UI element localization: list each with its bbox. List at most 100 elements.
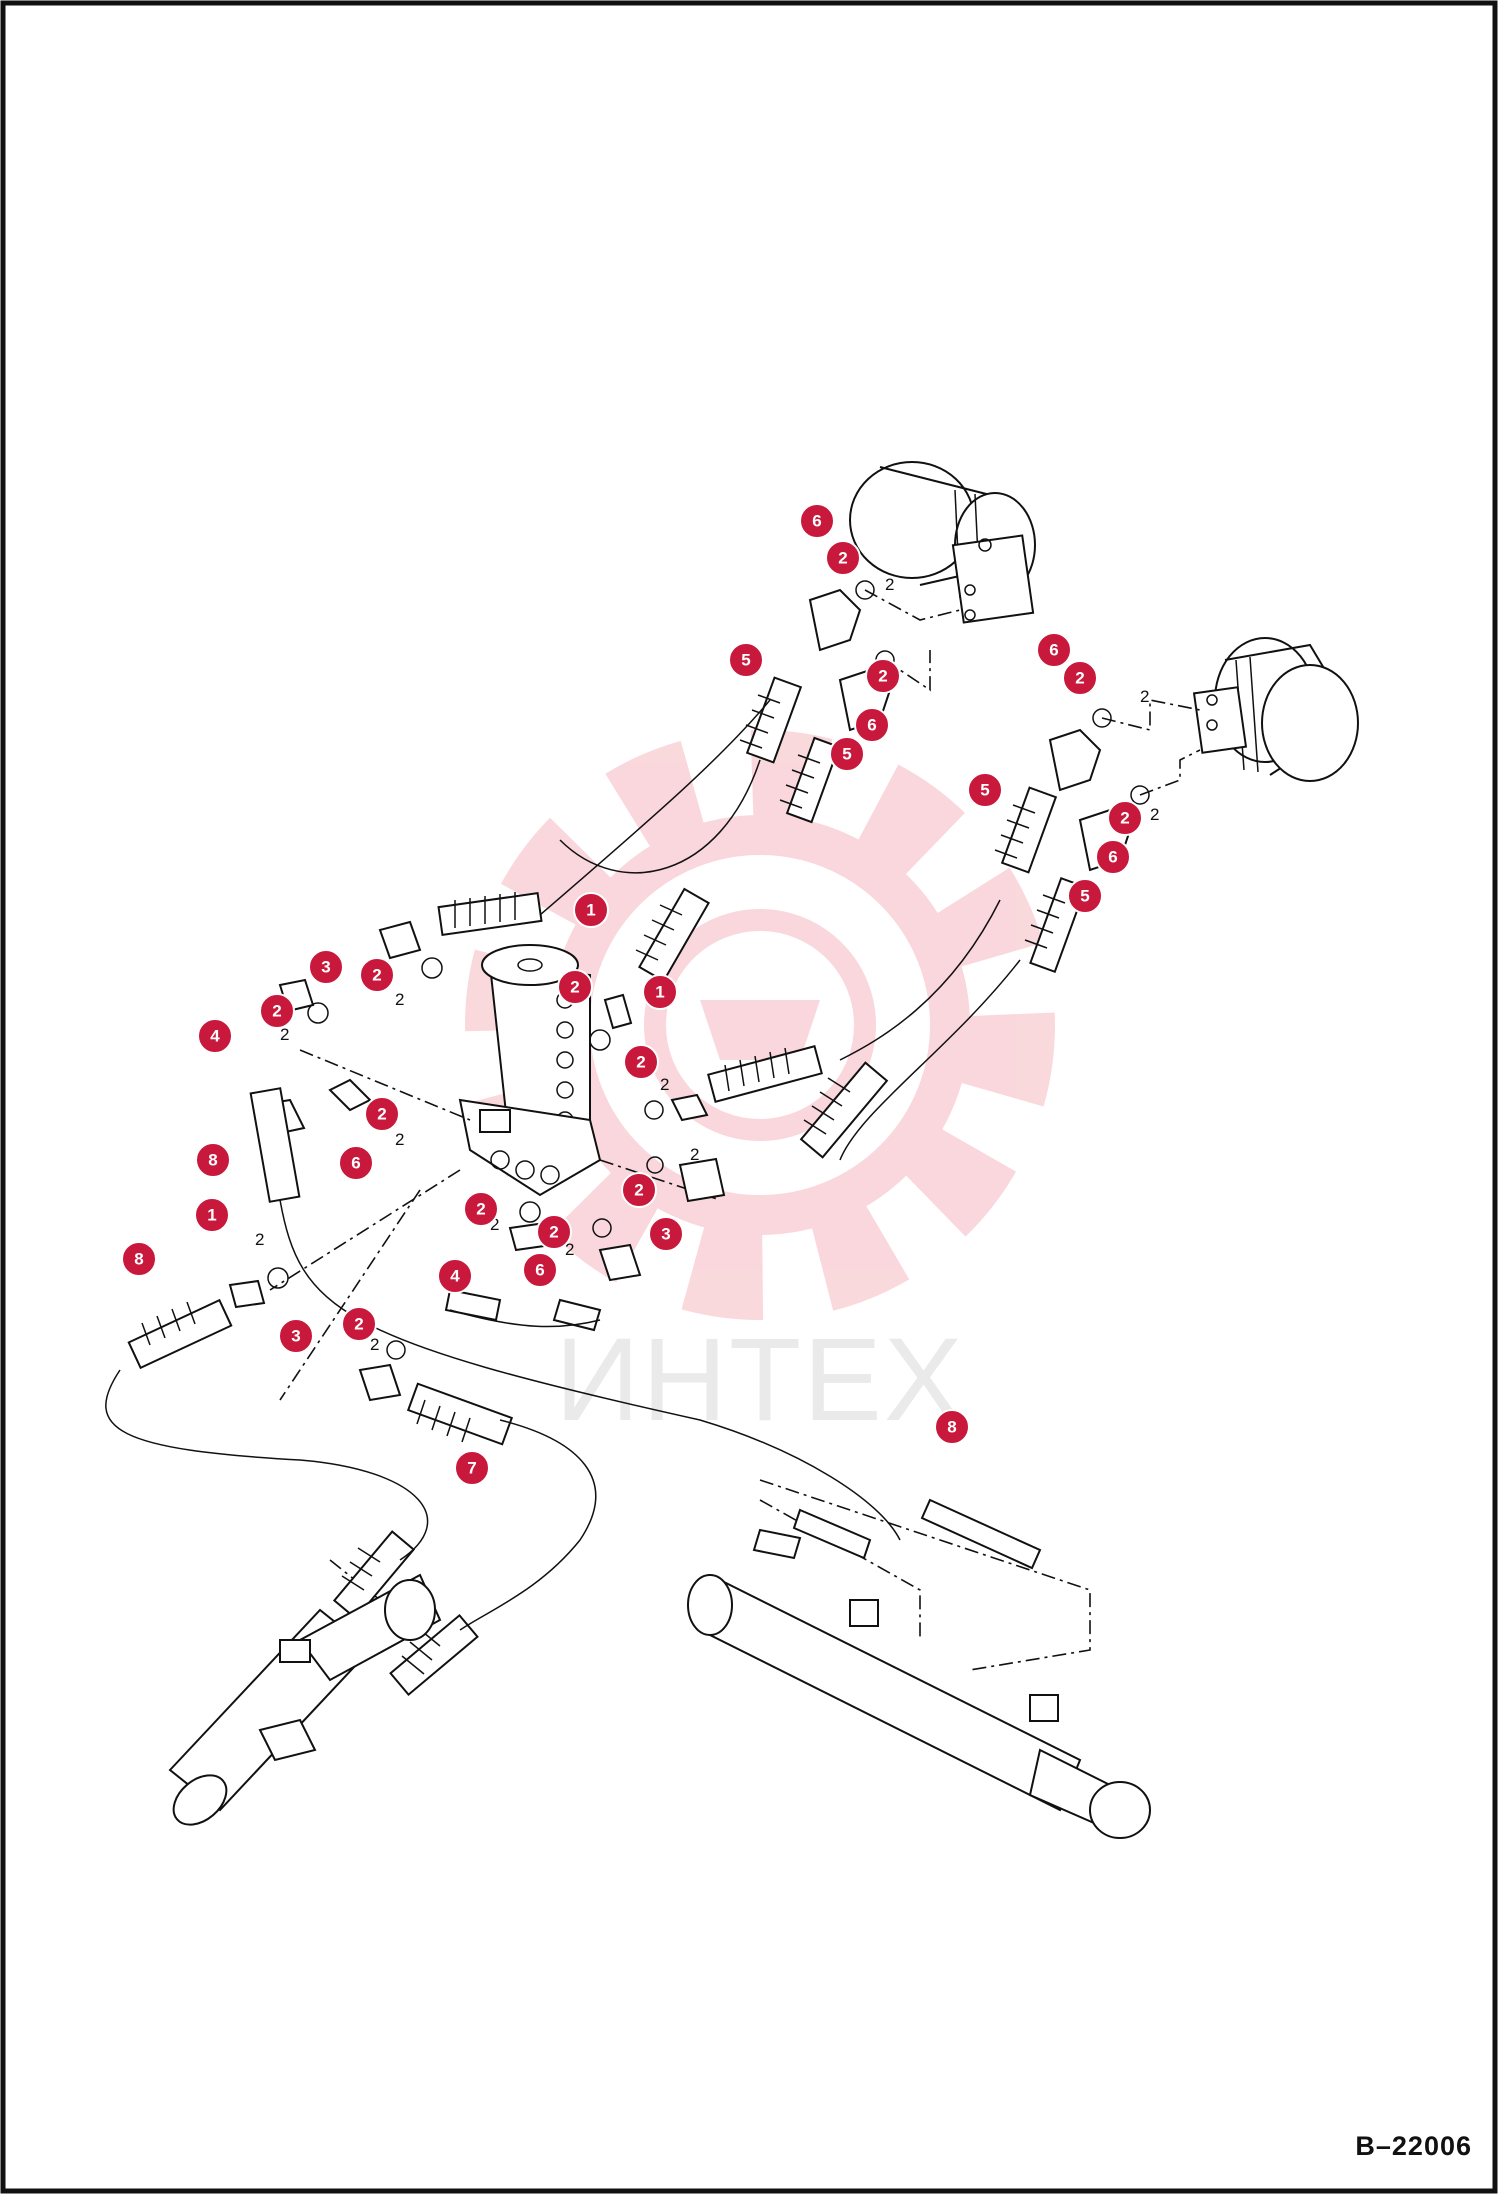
svg-text:2: 2 bbox=[372, 966, 381, 985]
hose-fitting bbox=[406, 1382, 514, 1446]
hose-fitting bbox=[127, 1298, 233, 1370]
callout: 1 bbox=[194, 1197, 230, 1233]
svg-text:2: 2 bbox=[476, 1200, 485, 1219]
callout: 2 bbox=[865, 658, 901, 694]
svg-text:2: 2 bbox=[280, 1025, 289, 1044]
callout: 4 bbox=[437, 1258, 473, 1294]
callout: 5 bbox=[967, 772, 1003, 808]
callout: 2 bbox=[623, 1044, 659, 1080]
svg-text:1: 1 bbox=[655, 983, 664, 1002]
travel-motor-upper bbox=[849, 461, 1036, 624]
callout: 4 bbox=[197, 1018, 233, 1054]
callout: 8 bbox=[934, 1409, 970, 1445]
svg-text:6: 6 bbox=[867, 716, 876, 735]
svg-text:2: 2 bbox=[636, 1053, 645, 1072]
svg-text:1: 1 bbox=[586, 901, 595, 920]
hose-fitting bbox=[799, 1061, 889, 1159]
svg-text:8: 8 bbox=[947, 1418, 956, 1437]
callout: 5 bbox=[1067, 878, 1103, 914]
callout: 3 bbox=[308, 949, 344, 985]
callout: 3 bbox=[648, 1216, 684, 1252]
callout: 2 bbox=[1107, 800, 1143, 836]
dash-number-labels: 2 2 2 2 2 2 2 2 2 2 2 2 bbox=[255, 575, 1159, 1354]
svg-text:5: 5 bbox=[741, 651, 750, 670]
svg-text:5: 5 bbox=[980, 781, 989, 800]
callout: 2 bbox=[621, 1172, 657, 1208]
svg-text:2: 2 bbox=[878, 667, 887, 686]
svg-text:2: 2 bbox=[354, 1315, 363, 1334]
diagram-id-label: B–22006 bbox=[1355, 2131, 1472, 2161]
swivel-joint bbox=[458, 944, 602, 1197]
svg-text:2: 2 bbox=[255, 1230, 264, 1249]
svg-text:5: 5 bbox=[1080, 887, 1089, 906]
svg-text:2: 2 bbox=[1075, 669, 1084, 688]
callout: 5 bbox=[829, 736, 865, 772]
callout: 2 bbox=[259, 993, 295, 1029]
fittings-swivel bbox=[228, 920, 726, 1402]
svg-text:2: 2 bbox=[272, 1002, 281, 1021]
callout: 1 bbox=[573, 892, 609, 928]
hose-fitting bbox=[994, 786, 1058, 874]
callout: 2 bbox=[536, 1214, 572, 1250]
svg-text:2: 2 bbox=[570, 978, 579, 997]
callout: 2 bbox=[359, 957, 395, 993]
callout: 6 bbox=[1095, 839, 1131, 875]
svg-text:2: 2 bbox=[1150, 805, 1159, 824]
callout: 2 bbox=[1062, 660, 1098, 696]
svg-text:2: 2 bbox=[885, 575, 894, 594]
callout: 6 bbox=[1036, 632, 1072, 668]
svg-text:2: 2 bbox=[395, 1130, 404, 1149]
svg-text:2: 2 bbox=[565, 1240, 574, 1259]
svg-text:5: 5 bbox=[842, 745, 851, 764]
svg-text:6: 6 bbox=[535, 1261, 544, 1280]
callout: 6 bbox=[854, 707, 890, 743]
callout: 3 bbox=[278, 1318, 314, 1354]
svg-text:6: 6 bbox=[812, 512, 821, 531]
travel-motor-right bbox=[1192, 637, 1359, 782]
svg-text:3: 3 bbox=[661, 1225, 670, 1244]
callout: 5 bbox=[728, 642, 764, 678]
svg-text:3: 3 bbox=[291, 1327, 300, 1346]
svg-text:6: 6 bbox=[351, 1154, 360, 1173]
svg-text:2: 2 bbox=[490, 1215, 499, 1234]
callout: 2 bbox=[341, 1306, 377, 1342]
svg-text:7: 7 bbox=[467, 1459, 476, 1478]
callout: 6 bbox=[522, 1252, 558, 1288]
svg-text:3: 3 bbox=[321, 958, 330, 977]
svg-text:6: 6 bbox=[1049, 641, 1058, 660]
hose-fitting bbox=[707, 1045, 823, 1103]
hose-fitting bbox=[635, 887, 710, 983]
callouts: 6 2 5 2 6 5 6 2 5 2 6 5 1 3 2 2 1 4 2 2 … bbox=[121, 503, 1143, 1486]
svg-text:2: 2 bbox=[838, 549, 847, 568]
callout: 2 bbox=[557, 969, 593, 1005]
svg-text:2: 2 bbox=[395, 990, 404, 1009]
svg-text:2: 2 bbox=[370, 1335, 379, 1354]
callout: 2 bbox=[825, 540, 861, 576]
callout: 1 bbox=[642, 974, 678, 1010]
callout: 2 bbox=[463, 1191, 499, 1227]
svg-text:2: 2 bbox=[660, 1075, 669, 1094]
cylinder-left bbox=[168, 1573, 442, 1826]
svg-text:4: 4 bbox=[450, 1267, 460, 1286]
hose-fitting bbox=[739, 676, 803, 764]
svg-text:2: 2 bbox=[549, 1223, 558, 1242]
svg-text:8: 8 bbox=[134, 1250, 143, 1269]
svg-text:8: 8 bbox=[208, 1151, 217, 1170]
callout: 2 bbox=[364, 1096, 400, 1132]
svg-text:4: 4 bbox=[210, 1027, 220, 1046]
hose-fitting bbox=[437, 892, 543, 936]
svg-text:1: 1 bbox=[207, 1206, 216, 1225]
hose-fitting bbox=[332, 1530, 416, 1620]
hose-fitting bbox=[779, 736, 841, 824]
svg-text:2: 2 bbox=[1120, 809, 1129, 828]
svg-text:6: 6 bbox=[1108, 848, 1117, 867]
hoses-lower bbox=[105, 1087, 901, 1697]
callout: 8 bbox=[121, 1241, 157, 1277]
hose-fitting bbox=[389, 1613, 479, 1697]
callout: 8 bbox=[195, 1142, 231, 1178]
svg-text:2: 2 bbox=[634, 1181, 643, 1200]
cylinder-right bbox=[687, 1498, 1151, 1839]
callout: 6 bbox=[338, 1145, 374, 1181]
svg-text:2: 2 bbox=[1140, 687, 1149, 706]
